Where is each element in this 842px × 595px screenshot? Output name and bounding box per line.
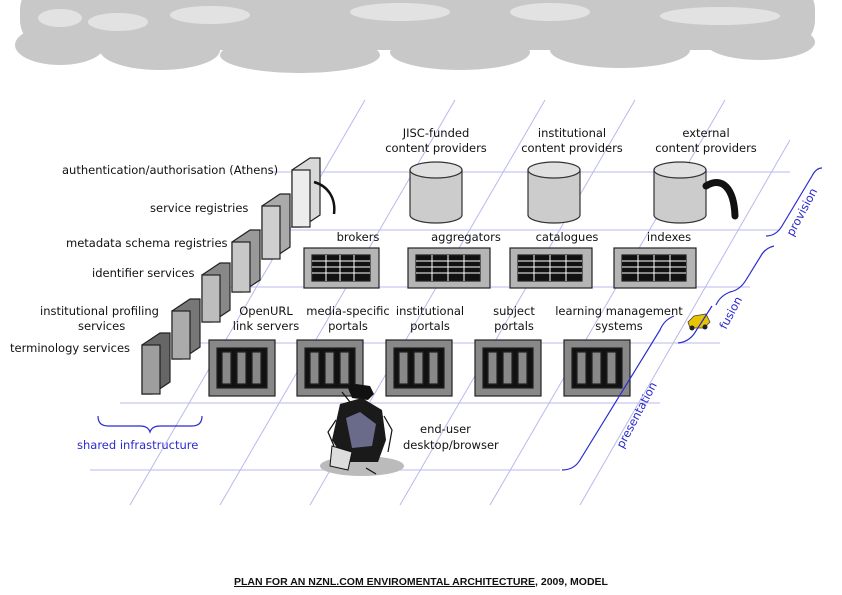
pres-subject-1: subject xyxy=(493,304,535,318)
provider-3-line2: content providers xyxy=(655,141,757,155)
fusion-label-aggregators: aggregators xyxy=(431,230,501,244)
pres-institutional-1: institutional xyxy=(396,304,464,318)
label-metadata-schema: metadata schema registries xyxy=(66,236,228,250)
fusion-label-brokers: brokers xyxy=(337,230,380,244)
provider-3-line1: external xyxy=(682,126,729,140)
end-user-line2: desktop/browser xyxy=(403,438,499,452)
fusion-box xyxy=(613,247,697,289)
presentation-box xyxy=(474,339,542,397)
provider-cylinders xyxy=(409,161,707,224)
presentation-brace xyxy=(561,315,675,471)
pres-media-1: media-specific xyxy=(306,304,389,318)
fusion-box xyxy=(407,247,491,289)
fusion-label-indexes: indexes xyxy=(647,230,691,244)
presentation-box xyxy=(296,339,364,397)
caption-title: PLAN FOR AN NZNL.COM ENVIROMENTAL ARCHIT… xyxy=(234,576,536,588)
pres-lms-1: learning management xyxy=(555,304,683,318)
caption-suffix: , 2009, MODEL xyxy=(535,576,608,588)
fusion-box xyxy=(509,247,593,289)
presentation-box xyxy=(563,339,631,397)
presentation-box xyxy=(208,339,276,397)
fusion-brace-lower xyxy=(677,305,713,344)
fusion-brace xyxy=(715,245,775,306)
cloud-banner xyxy=(15,0,815,73)
layer-braces xyxy=(97,167,823,471)
label-authentication: authentication/authorisation (Athens) xyxy=(62,163,278,177)
layer-label-fusion: fusion xyxy=(716,294,745,331)
auth-connector xyxy=(313,180,336,215)
provider-2-line2: content providers xyxy=(521,141,623,155)
database-icon xyxy=(527,161,581,224)
fusion-boxes xyxy=(303,247,697,289)
database-icon xyxy=(653,161,707,224)
presentation-box xyxy=(385,339,453,397)
shared-brace xyxy=(97,415,203,434)
end-user-figure-icon xyxy=(320,384,404,476)
external-connector xyxy=(702,179,739,220)
pres-institutional-2: portals xyxy=(410,319,450,333)
fusion-label-catalogues: catalogues xyxy=(536,230,599,244)
provider-1-line1: JISC-funded xyxy=(402,126,470,140)
pres-openurl-1: OpenURL xyxy=(239,304,293,318)
provider-1-line2: content providers xyxy=(385,141,487,155)
label-service-registries: service registries xyxy=(150,201,248,215)
layer-label-shared: shared infrastructure xyxy=(77,438,198,452)
provision-brace xyxy=(765,167,823,237)
presentation-boxes xyxy=(208,339,631,397)
pres-subject-2: portals xyxy=(494,319,534,333)
label-terminology: terminology services xyxy=(10,341,130,355)
end-user-line1: end-user xyxy=(420,422,471,436)
label-profiling-1: institutional profiling xyxy=(40,304,159,318)
database-icon xyxy=(409,161,463,224)
car-icon xyxy=(687,313,711,331)
fusion-box xyxy=(303,247,380,289)
label-identifier-services: identifier services xyxy=(92,266,194,280)
pres-media-2: portals xyxy=(328,319,368,333)
infrastructure-blocks xyxy=(141,157,321,395)
provider-2-line1: institutional xyxy=(538,126,606,140)
label-profiling-2: services xyxy=(78,319,125,333)
page-caption: PLAN FOR AN NZNL.COM ENVIROMENTAL ARCHIT… xyxy=(0,576,842,588)
pres-lms-2: systems xyxy=(595,319,643,333)
pres-openurl-2: link servers xyxy=(233,319,299,333)
